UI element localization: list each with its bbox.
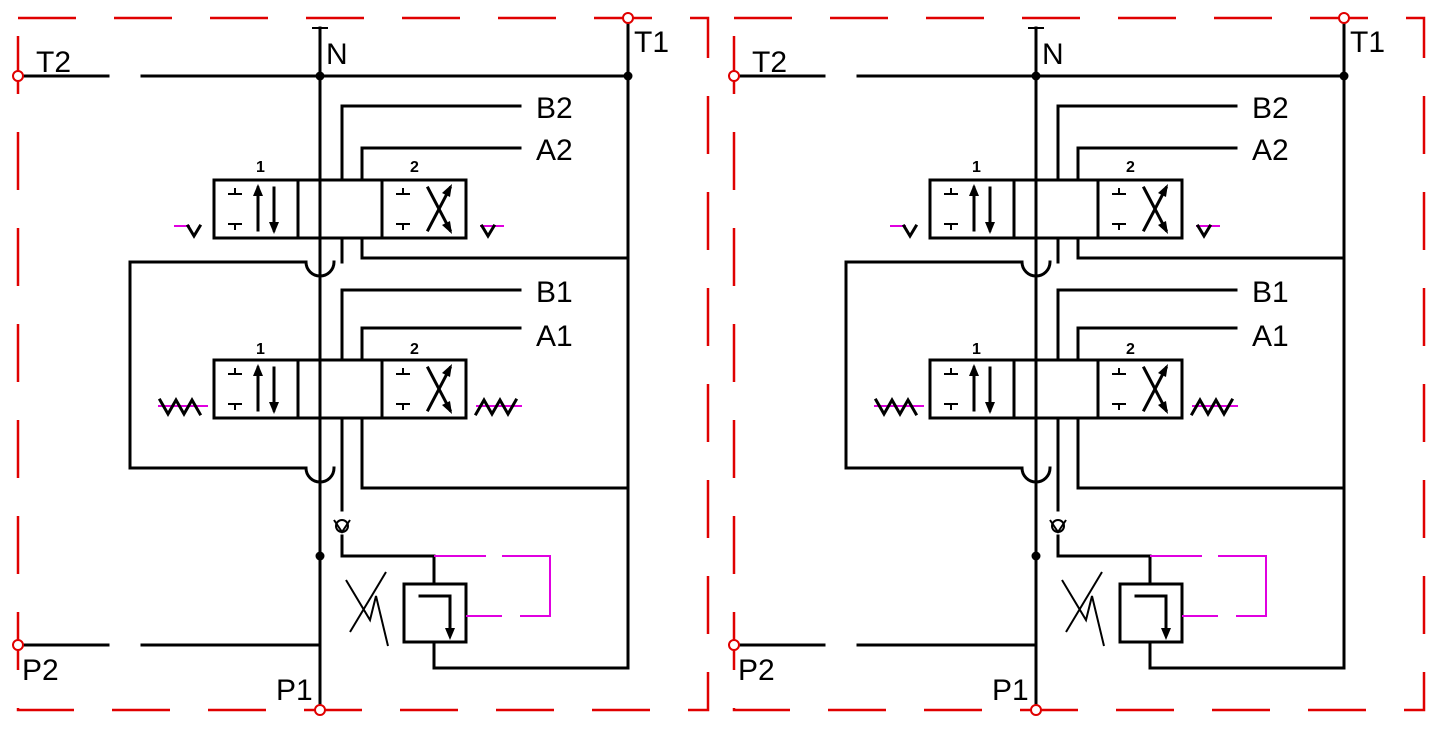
upper-position-1: 1 [256, 159, 265, 176]
label-b1: B1 [1252, 276, 1289, 309]
label-b2: B2 [1252, 92, 1289, 125]
diagram-right: T2 N T1 B2 A2 B1 A1 P2 P1 1 2 1 2 [729, 13, 1424, 715]
label-p1: P1 [276, 674, 313, 707]
upper-position-2: 2 [410, 159, 419, 176]
upper-position-1: 1 [972, 159, 981, 176]
label-t1: T1 [1350, 26, 1385, 59]
label-b1: B1 [536, 276, 573, 309]
label-n: N [1042, 38, 1064, 71]
label-t1: T1 [634, 26, 669, 59]
circuit-right [729, 13, 1424, 715]
label-a1: A1 [536, 320, 573, 353]
label-p1: P1 [992, 674, 1029, 707]
label-p2: P2 [22, 654, 59, 687]
circuit-left [13, 13, 708, 715]
label-a2: A2 [1252, 134, 1289, 167]
lower-position-2: 2 [410, 341, 419, 358]
label-n: N [326, 38, 348, 71]
label-a2: A2 [536, 134, 573, 167]
label-p2: P2 [738, 654, 775, 687]
lower-position-2: 2 [1126, 341, 1135, 358]
lower-position-1: 1 [972, 341, 981, 358]
label-a1: A1 [1252, 320, 1289, 353]
diagram-left: T2 N T1 B2 A2 B1 A1 P2 P1 1 2 1 2 [13, 13, 708, 715]
label-t2: T2 [752, 46, 787, 79]
lower-position-1: 1 [256, 341, 265, 358]
label-t2: T2 [36, 46, 71, 79]
label-b2: B2 [536, 92, 573, 125]
upper-position-2: 2 [1126, 159, 1135, 176]
